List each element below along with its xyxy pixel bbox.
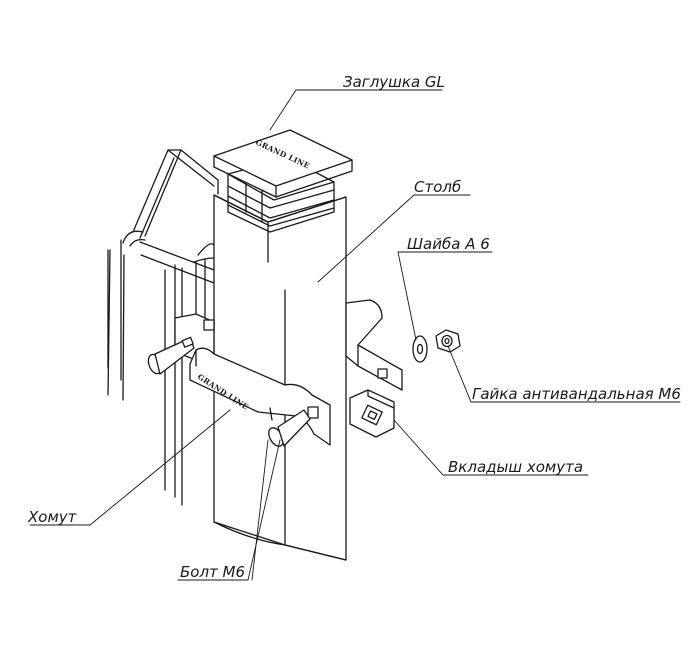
label-bolt: Болт М6: [180, 563, 245, 581]
post: [213, 194, 347, 561]
clamp-insert: [349, 389, 395, 438]
nut: [435, 329, 461, 353]
label-washer: Шайба А 6: [407, 235, 490, 253]
post-cap: GRAND LINE: [213, 129, 353, 233]
flange-hole: [377, 368, 388, 379]
labels: Заглушка GL Столб Шайба А 6 Гайка антива…: [27, 73, 681, 581]
fence-mesh: [107, 149, 219, 506]
washer: [412, 335, 428, 363]
clamp-front-hole: [307, 406, 319, 419]
bolt-left: [147, 336, 195, 375]
label-post: Столб: [414, 178, 461, 196]
bolt-front: [268, 409, 311, 447]
leader-lines: [29, 89, 681, 581]
label-cap: Заглушка GL: [343, 73, 445, 91]
label-insert: Вкладыш хомута: [448, 458, 583, 476]
clamp-left-hole: [203, 319, 215, 331]
label-clamp: Хомут: [27, 508, 78, 526]
label-nut: Гайка антивандальная М6: [472, 385, 681, 403]
clamp-right-flange: [345, 299, 403, 391]
